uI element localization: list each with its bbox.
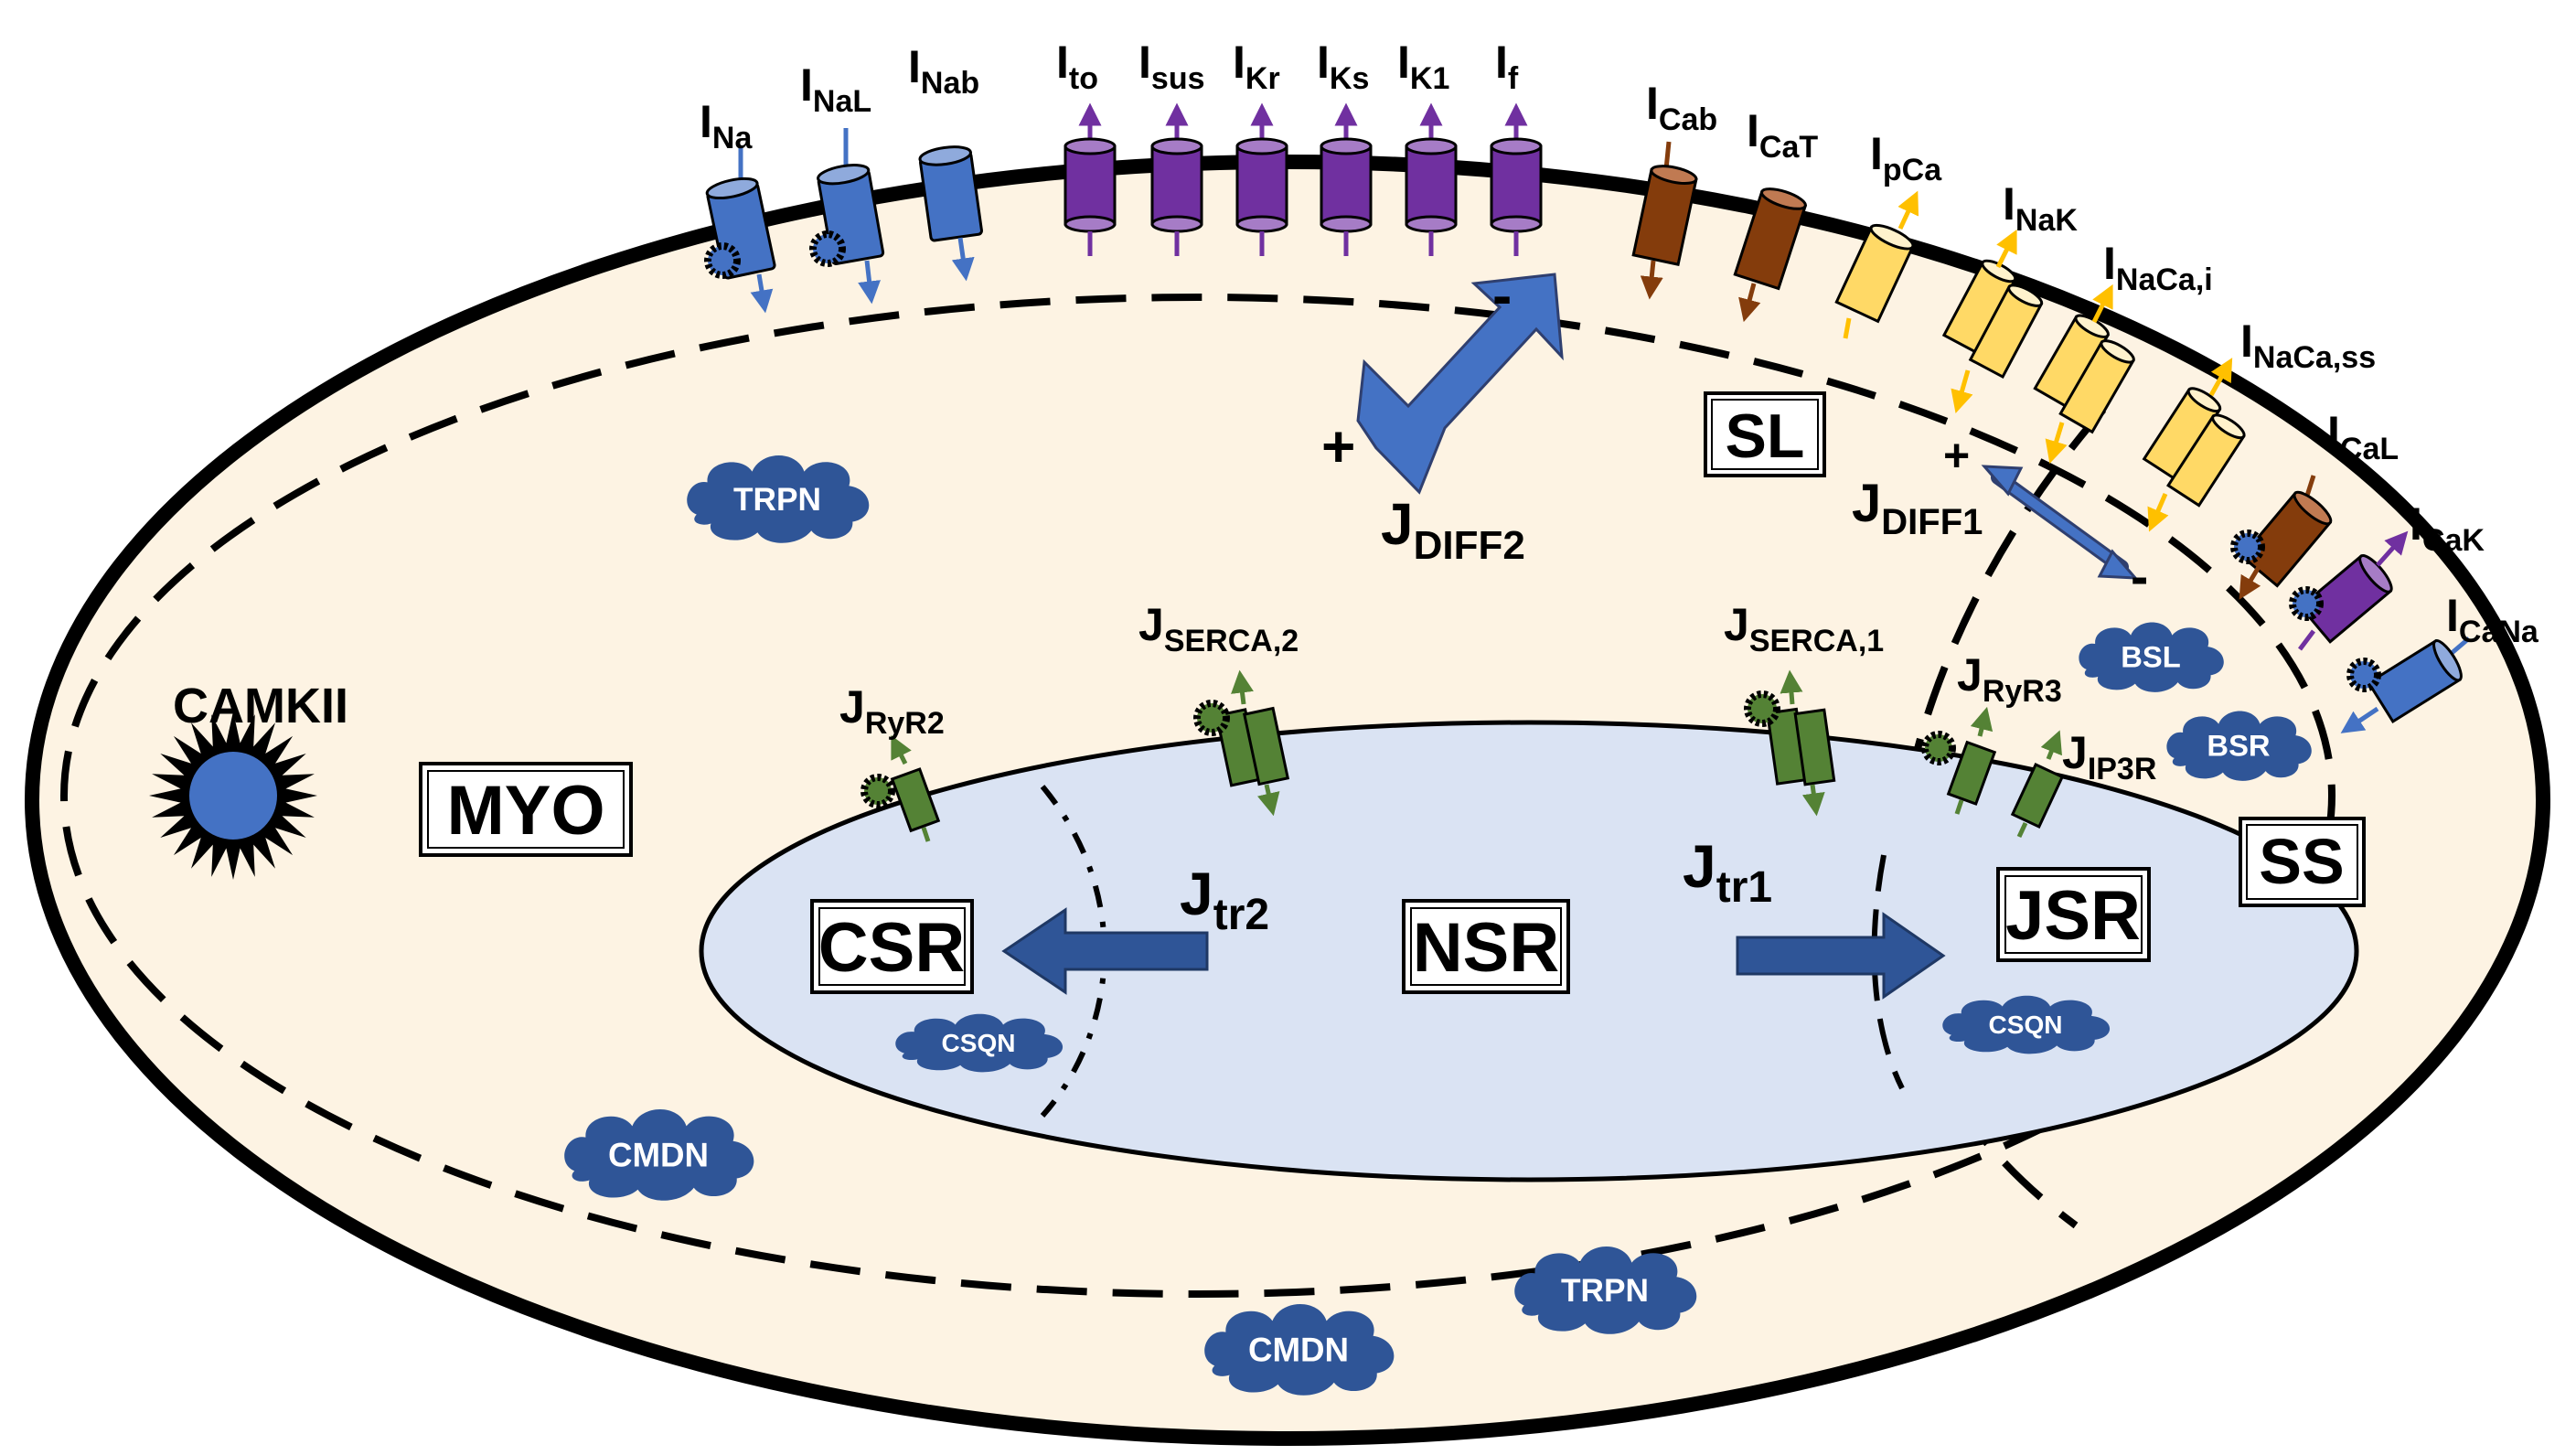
bsr-buffer: BSR — [2166, 711, 2312, 781]
sl-label-box: SL — [1704, 391, 1826, 477]
trpn-buffer-top: TRPN — [687, 455, 870, 543]
inal-channel-icon — [809, 128, 885, 305]
csqn-label-jsr: CSQN — [1989, 1011, 2063, 1039]
inal-label: INaL — [800, 59, 871, 119]
svg-text:JSR: JSR — [2005, 877, 2141, 955]
ipca-label: IpCa — [1870, 128, 1942, 187]
svg-text:SL: SL — [1726, 401, 1805, 471]
serca2-pump-icon — [1193, 669, 1290, 817]
csr-label-box: CSR — [810, 899, 974, 994]
svg-text:SS: SS — [2259, 826, 2344, 897]
jdiff2-arrow-icon — [1356, 273, 1564, 495]
svg-text:TRPN: TRPN — [733, 482, 821, 518]
ipca-pump-icon — [1834, 190, 1919, 339]
svg-text:BSR: BSR — [2207, 729, 2270, 763]
jtr2-arrow-icon — [1001, 907, 1209, 995]
jsr-divider — [1871, 854, 1905, 1090]
svg-text:TRPN: TRPN — [1561, 1273, 1649, 1309]
if-label: If — [1495, 37, 1519, 96]
csqn-label-csr: CSQN — [942, 1029, 1016, 1057]
ical-channel-icon — [2230, 475, 2333, 600]
ina-label: INa — [700, 96, 753, 155]
ik1-channel-icon — [1405, 102, 1458, 256]
inak-label: INaK — [2003, 178, 2078, 238]
jtr2-label: Jtr2 — [1180, 860, 1269, 939]
if-channel-icon — [1490, 102, 1543, 256]
ryr2-channel-icon — [860, 734, 941, 842]
ito-label: Ito — [1056, 37, 1098, 96]
icak-channel-icon — [2289, 530, 2409, 651]
diff1-minus-sign: - — [2131, 547, 2148, 606]
icab-label: ICab — [1646, 78, 1717, 137]
inak-pump-icon — [1941, 229, 2044, 414]
ina-channel-icon — [704, 146, 776, 314]
icak-label: ICaK — [2410, 498, 2485, 558]
ryr3-channel-icon — [1921, 706, 1997, 815]
icab-channel-icon — [1631, 141, 1698, 300]
k-channels-group — [1064, 102, 1543, 256]
myo-label-box: MYO — [419, 762, 633, 857]
trpn-buffer-bottom: TRPN — [1514, 1246, 1697, 1334]
icat-channel-icon — [1733, 187, 1808, 323]
ito-channel-icon — [1064, 102, 1117, 256]
iks-label: IKs — [1317, 37, 1369, 96]
jsr-label-box: JSR — [1996, 867, 2151, 962]
svg-text:CMDN: CMDN — [608, 1136, 709, 1173]
jryr3-label: JRyR3 — [1957, 649, 2062, 709]
serca1-pump-icon — [1744, 669, 1836, 817]
svg-text:CMDN: CMDN — [1248, 1331, 1349, 1368]
inacai-exchanger-icon — [2033, 284, 2135, 464]
svg-text:BSL: BSL — [2121, 640, 2181, 674]
inacass-label: INaCa,ss — [2240, 316, 2376, 375]
iks-channel-icon — [1320, 102, 1373, 256]
icana-label: ICaNa — [2446, 590, 2539, 649]
inab-channel-icon — [918, 145, 983, 282]
ikr-label: IKr — [1233, 37, 1280, 96]
nsr-label-box: NSR — [1402, 899, 1570, 994]
jdiff2-label: JDIFF2 — [1381, 491, 1525, 568]
jip3r-label: JIP3R — [2062, 727, 2156, 786]
diff2-minus-sign: - — [1492, 262, 1512, 328]
icana-channel-icon — [2340, 637, 2471, 733]
diff2-plus-sign: + — [1321, 413, 1355, 479]
jserca2-label: JSERCA,2 — [1138, 599, 1299, 658]
isus-channel-icon — [1150, 102, 1203, 256]
bsl-buffer: BSL — [2079, 622, 2224, 692]
svg-text:MYO: MYO — [446, 772, 604, 850]
jdiff1-label: JDIFF1 — [1852, 474, 1983, 542]
ik1-label: IK1 — [1397, 37, 1449, 96]
inab-label: INab — [908, 41, 979, 101]
ss-label-box: SS — [2239, 817, 2366, 907]
jryr2-label: JRyR2 — [839, 681, 945, 741]
camkii-icon — [149, 711, 317, 880]
icat-label: ICaT — [1747, 105, 1818, 165]
inacai-label: INaCa,i — [2103, 238, 2213, 297]
isus-label: Isus — [1138, 37, 1205, 96]
camkii-label: CAMKII — [173, 679, 348, 733]
svg-text:CSR: CSR — [818, 909, 965, 987]
cmdn-buffer-left: CMDN — [564, 1109, 754, 1201]
jtr1-arrow-icon — [1736, 912, 1946, 1000]
jtr1-label: Jtr1 — [1683, 832, 1772, 912]
diff1-plus-sign: + — [1943, 430, 1970, 481]
svg-text:NSR: NSR — [1413, 909, 1559, 987]
myoplasm-boundary — [60, 294, 2336, 1298]
ip3r-channel-icon — [2010, 730, 2065, 839]
jdiff1-arrow-icon — [1981, 465, 2139, 580]
ical-label: ICaL — [2327, 407, 2399, 466]
ikr-channel-icon — [1235, 102, 1288, 256]
cmdn-buffer-bottom: CMDN — [1204, 1304, 1395, 1396]
inacass-exchanger-icon — [2142, 358, 2246, 532]
jserca1-label: JSERCA,1 — [1724, 599, 1884, 658]
